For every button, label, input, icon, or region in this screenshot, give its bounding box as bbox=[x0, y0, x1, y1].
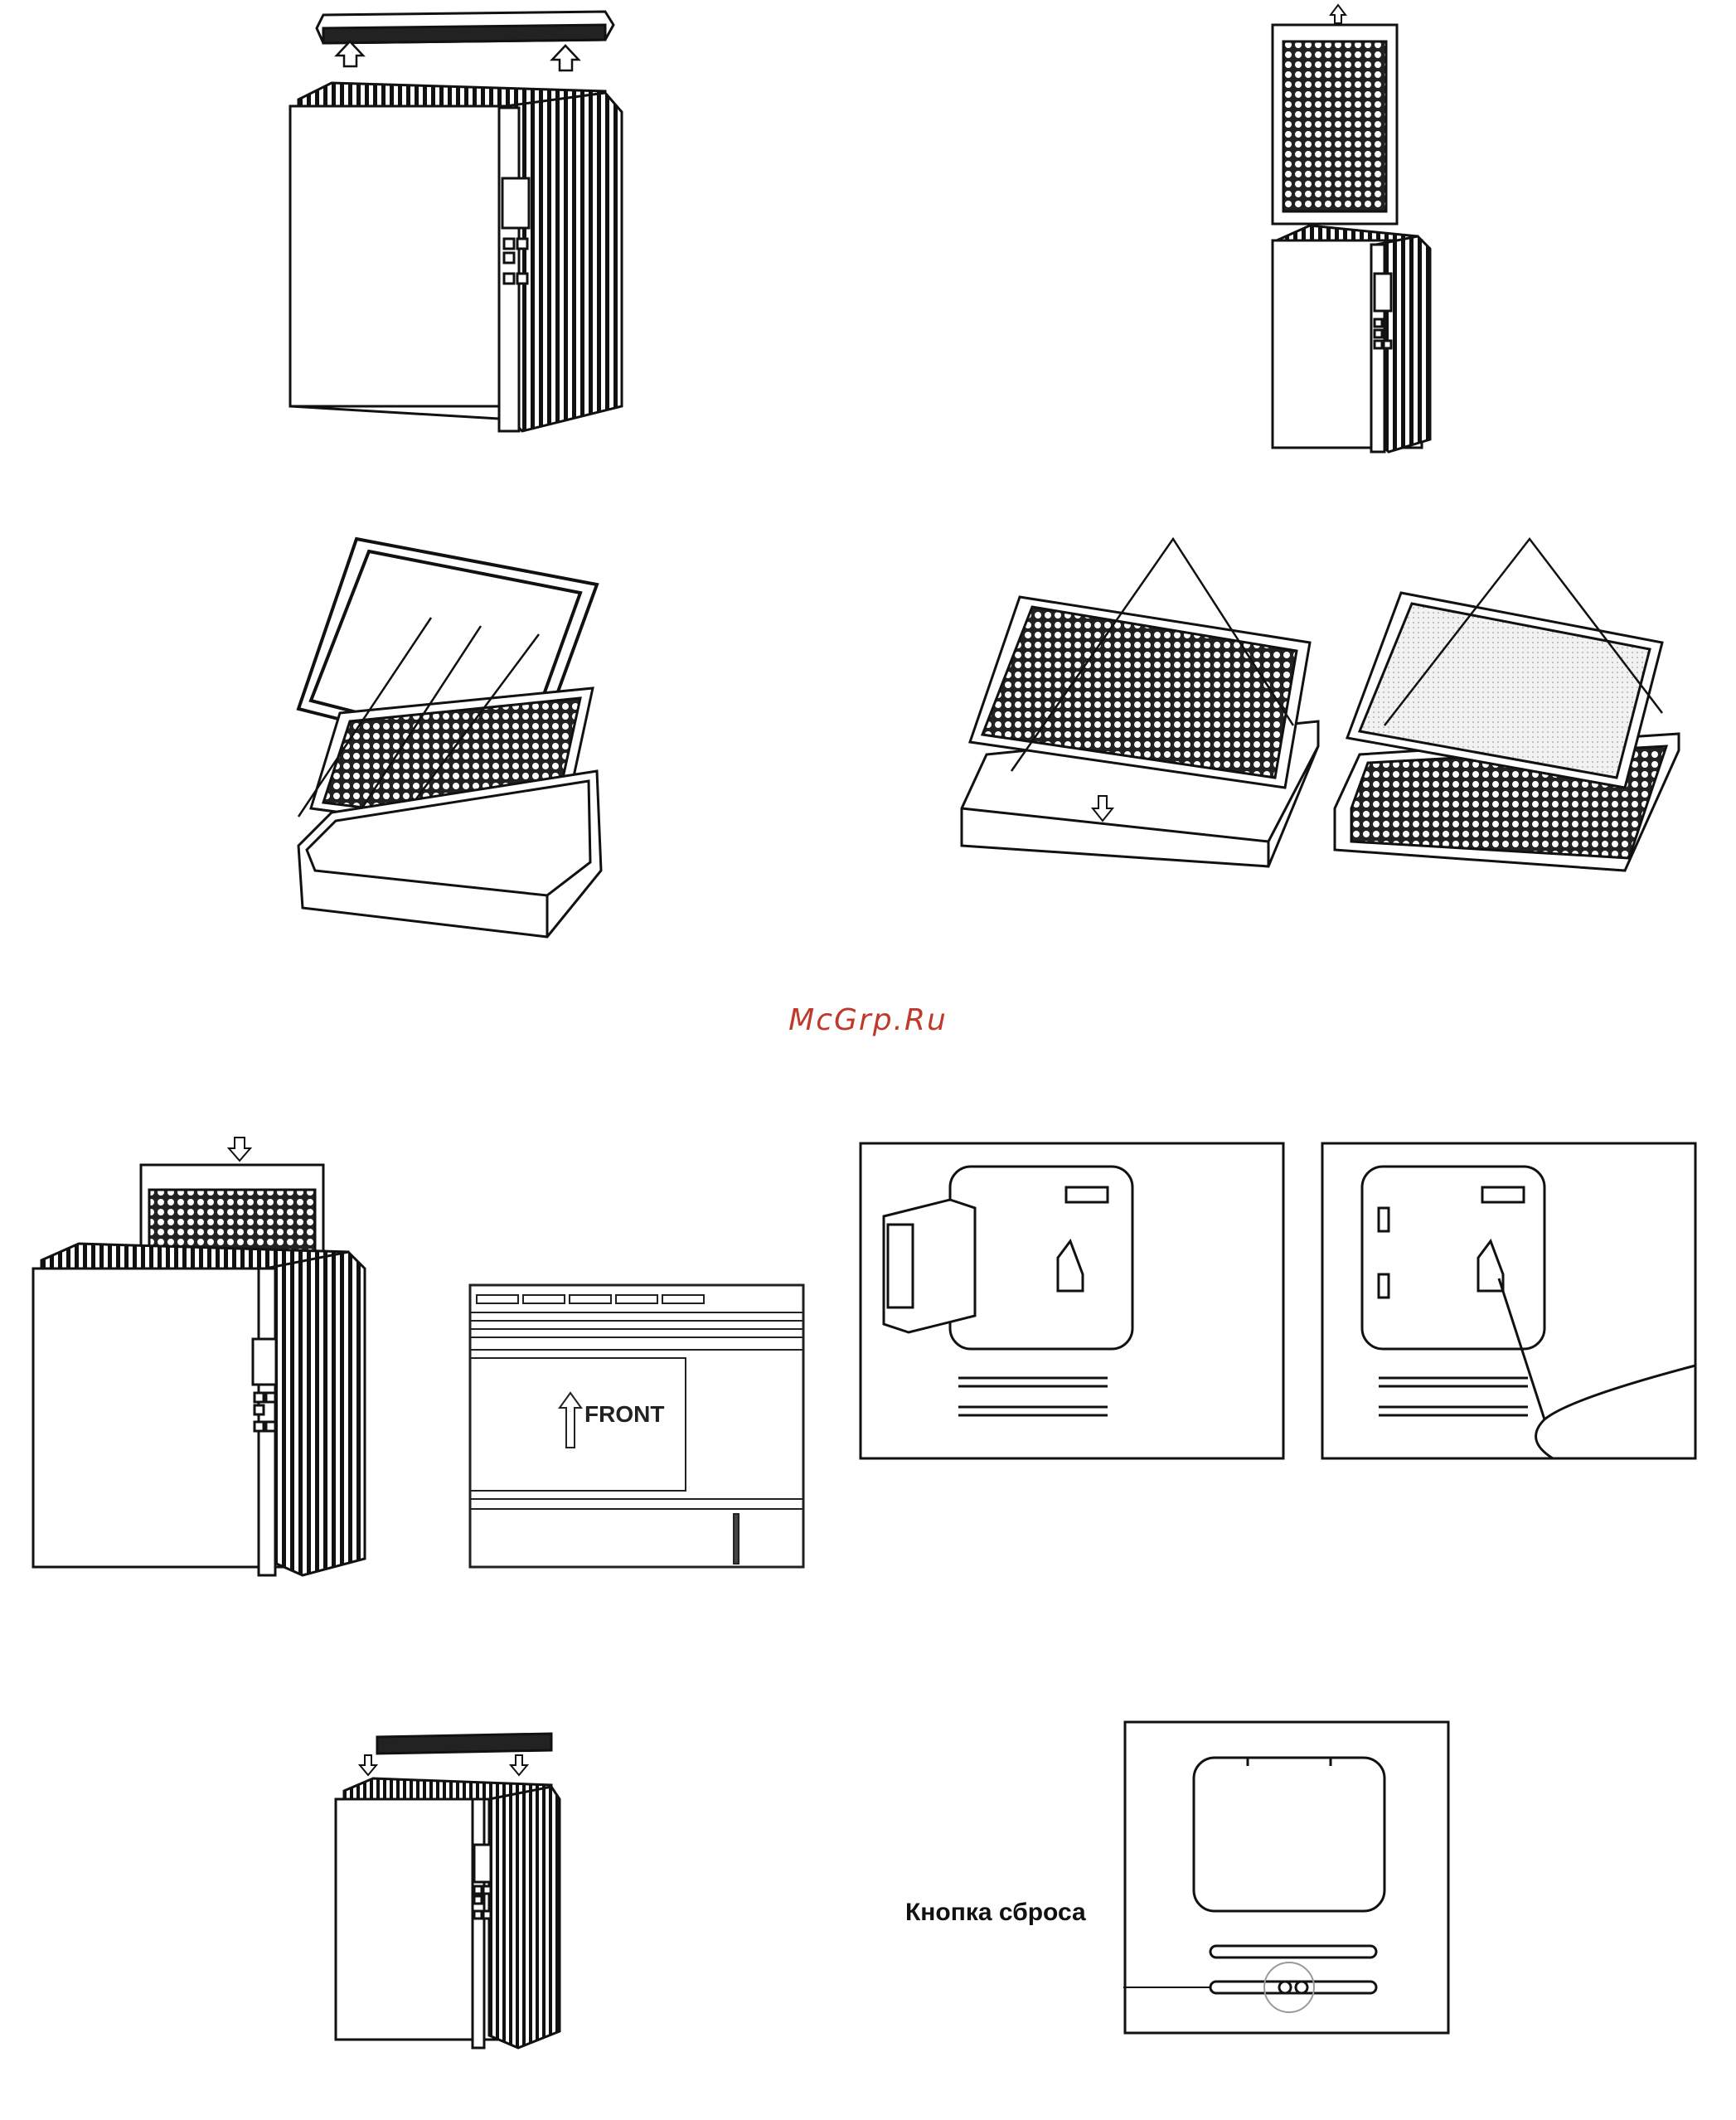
figure-reset-button bbox=[1123, 1720, 1451, 2035]
purifier-body bbox=[336, 1778, 560, 2048]
arrow-down-icon bbox=[360, 1755, 527, 1775]
figure-replace-top-cover bbox=[323, 1729, 564, 2056]
filter-cartridge bbox=[1273, 25, 1397, 224]
figure-replace-filters bbox=[953, 531, 1700, 904]
reset-button-label: Кнопка сброса bbox=[905, 1899, 1086, 1927]
arrow-up-icon bbox=[1331, 5, 1346, 23]
watermark: McGrp.Ru bbox=[0, 1003, 1736, 1037]
arrow-up-icon bbox=[337, 41, 579, 70]
figure-lift-filter bbox=[1194, 0, 1467, 464]
figure-insert-filter bbox=[17, 1128, 381, 1592]
figure-remove-top-cover bbox=[274, 0, 638, 448]
purifier-body bbox=[33, 1244, 365, 1575]
figure-filter-layers bbox=[282, 522, 613, 945]
figure-front-orientation bbox=[468, 1283, 807, 1574]
figure-open-sensor-cover bbox=[859, 1142, 1285, 1461]
purifier-body bbox=[1273, 226, 1430, 452]
front-label: FRONT bbox=[584, 1401, 664, 1428]
arrow-down-icon bbox=[229, 1138, 250, 1161]
figure-clean-sensor bbox=[1321, 1142, 1698, 1461]
purifier-body bbox=[290, 83, 622, 431]
top-cover bbox=[317, 12, 613, 43]
